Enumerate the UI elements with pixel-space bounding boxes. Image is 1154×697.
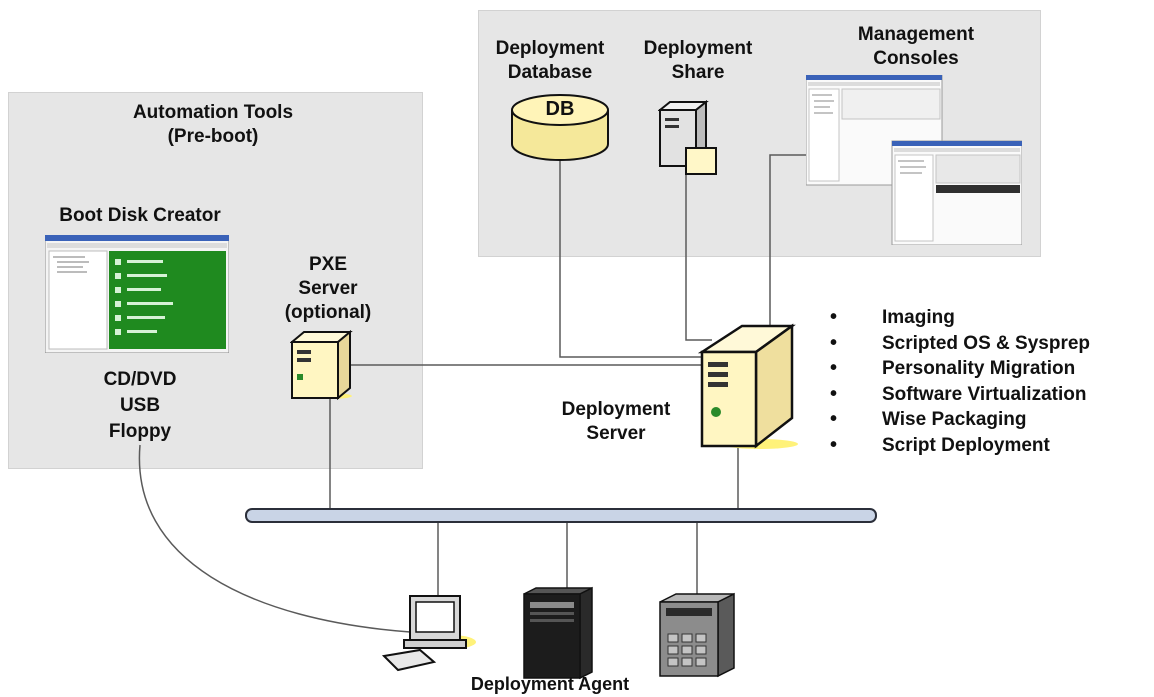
rack-server-icon (522, 586, 596, 680)
db-icon-text: DB (545, 98, 575, 120)
file-server-icon (657, 99, 720, 178)
server-tower-icon (289, 329, 362, 401)
share-link-line (685, 170, 712, 341)
console-windows-icon (805, 74, 1023, 246)
server-tower-icon (697, 322, 802, 450)
deployment-agent-label: Deployment Agent (470, 674, 630, 694)
feature-item: Script Deployment (830, 433, 1154, 459)
feature-item: Personality Migration (830, 356, 1154, 382)
network-bus (245, 508, 877, 523)
screenshot-window-icon (44, 234, 230, 354)
deployment-share-label: Deployment Share (643, 38, 753, 83)
tower-server-icon (658, 592, 738, 678)
feature-item: Imaging (830, 305, 1154, 331)
feature-item: Wise Packaging (830, 407, 1154, 433)
boot-media-label: CD/DVD USB Floppy (103, 369, 177, 442)
management-consoles-label: Management Consoles (857, 24, 975, 69)
automation-tools-title: Automation Tools (Pre-boot) (132, 102, 294, 147)
boot-media-cable (138, 444, 411, 633)
pxe-server-label: PXE Server (optional) (284, 254, 372, 323)
desktop-computer-icon (380, 592, 480, 672)
deployment-server-label: Deployment Server (561, 399, 671, 444)
db-link-line (559, 158, 715, 358)
feature-item: Software Virtualization (830, 382, 1154, 408)
feature-item: Scripted OS & Sysprep (830, 331, 1154, 357)
boot-disk-creator-label: Boot Disk Creator (59, 205, 221, 226)
console-link-line (755, 154, 808, 331)
feature-list: Imaging Scripted OS & Sysprep Personalit… (830, 305, 1154, 458)
deployment-database-label: Deployment Database (495, 38, 605, 83)
database-cylinder-icon: DB (508, 92, 612, 164)
